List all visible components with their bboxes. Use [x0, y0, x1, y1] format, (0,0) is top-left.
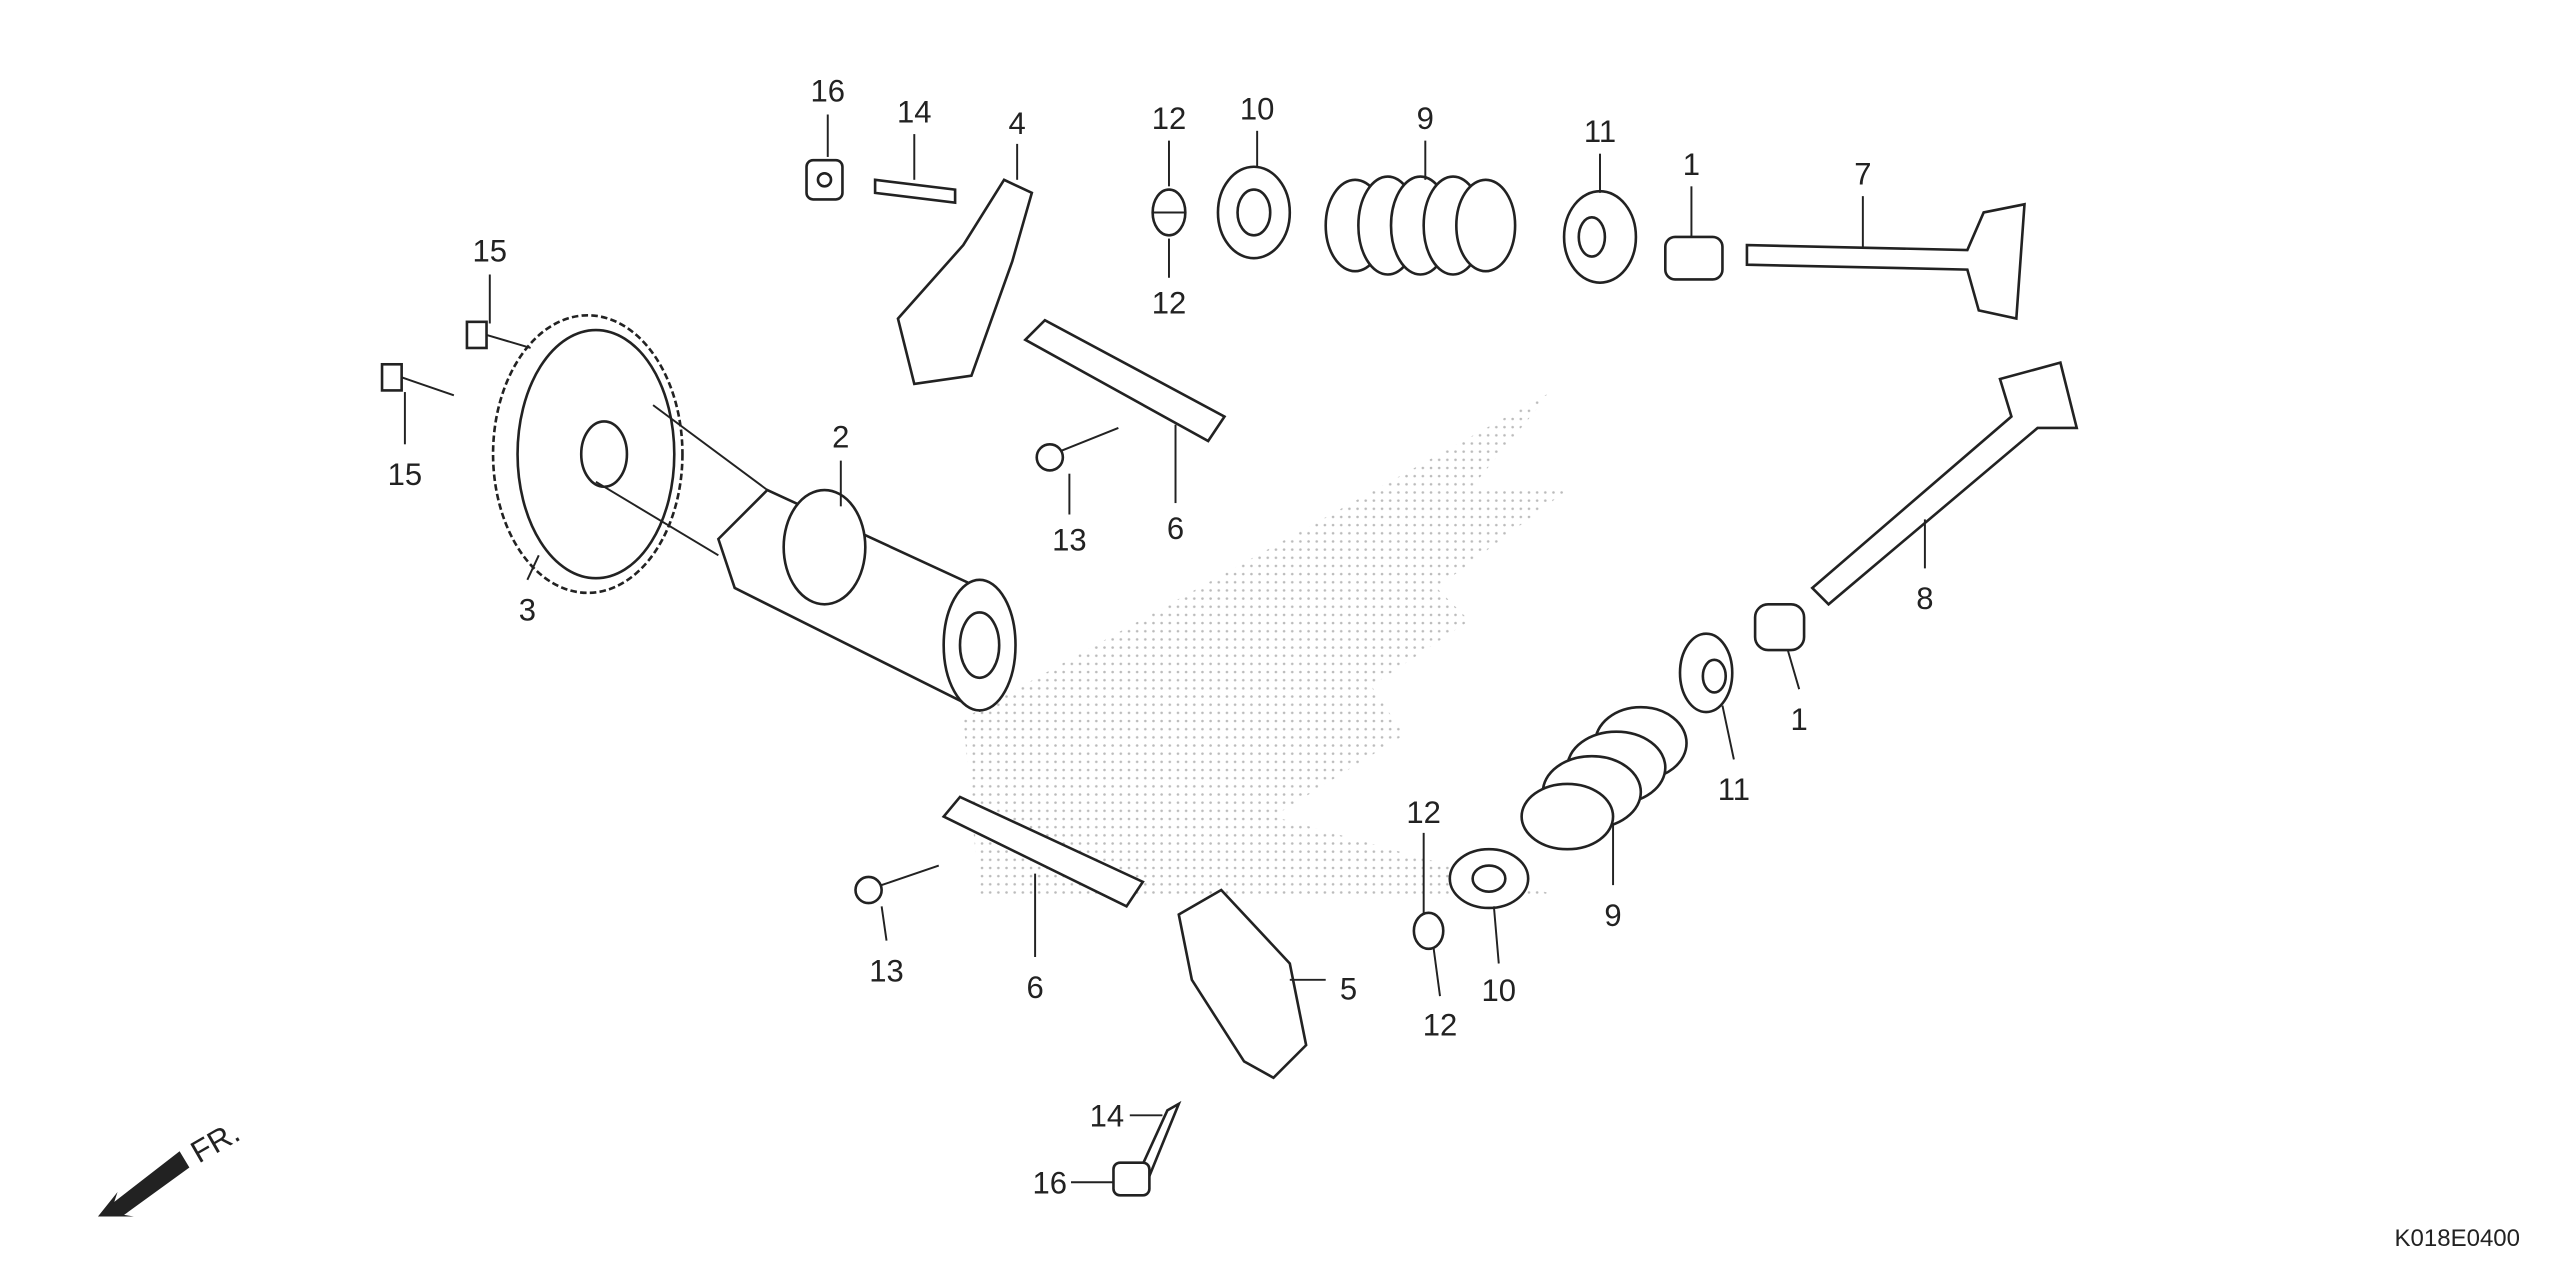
callout-6: 6: [1167, 511, 1184, 546]
callout-16: 16: [811, 73, 846, 108]
callout-7: 7: [1854, 157, 1871, 192]
retainer-part-10: [1216, 165, 1292, 260]
bolt-part-15b: [380, 362, 455, 397]
camshaft-part-2: [716, 488, 1017, 713]
callout-8: 8: [1916, 581, 1933, 616]
callout-9: 9: [1417, 101, 1434, 136]
stem-seal-part-1: [1664, 235, 1724, 281]
wing-logo-watermark: [963, 392, 1568, 899]
callout-6b: 6: [1026, 970, 1043, 1005]
exhaust-valve-part-7: [1745, 202, 2026, 321]
callout-3: 3: [519, 593, 536, 628]
callout-1b: 1: [1791, 702, 1808, 737]
spring-seat-part-11b: [1678, 632, 1734, 714]
diagram-code: K018E0400: [2394, 1225, 2520, 1252]
callout-11b: 11: [1718, 772, 1750, 807]
cotter-part-12: [1151, 188, 1187, 237]
callout-9b: 9: [1604, 898, 1621, 933]
callout-15: 15: [473, 233, 508, 268]
callout-2: 2: [832, 420, 849, 455]
rocker-arm-part-4: [896, 178, 1034, 386]
callout-11: 11: [1584, 114, 1616, 149]
stem-seal-part-1b: [1753, 602, 1806, 652]
retainer-part-10b: [1448, 847, 1530, 910]
nut-part-16b: [1112, 1161, 1151, 1197]
leader-lines: [403, 114, 1926, 1184]
stud-part-14: [873, 178, 957, 205]
rocker-arm-part-5: [1177, 888, 1308, 1080]
callout-12d: 12: [1423, 1007, 1458, 1042]
callout-15b: 15: [388, 457, 423, 492]
callout-16b: 16: [1033, 1166, 1067, 1201]
callout-14: 14: [897, 95, 932, 130]
bolt-part-15: [465, 320, 531, 350]
callout-5: 5: [1340, 971, 1357, 1006]
callout-12: 12: [1152, 101, 1187, 136]
valve-spring-part-9b: [1520, 705, 1688, 851]
callout-12c: 12: [1406, 795, 1441, 830]
callout-10: 10: [1240, 91, 1275, 126]
callout-13b: 13: [869, 953, 904, 988]
callout-1: 1: [1683, 147, 1700, 182]
callout-13: 13: [1052, 522, 1086, 557]
intake-valve-part-8: [1810, 361, 2079, 607]
callout-4: 4: [1009, 106, 1026, 141]
rocker-shaft-part-6: [1023, 318, 1227, 443]
bolt-part-13: [1035, 427, 1119, 472]
rocker-shaft-part-6b: [941, 795, 1145, 909]
cam-sprocket-part-3: [491, 314, 684, 595]
callout-12b: 12: [1152, 286, 1187, 321]
nut-part-16: [805, 158, 844, 201]
callout-14b: 14: [1090, 1099, 1124, 1134]
callout-10b: 10: [1482, 973, 1517, 1008]
front-indicator-label: FR.: [185, 1114, 246, 1169]
spring-seat-part-11: [1562, 189, 1638, 284]
cotter-part-12b: [1412, 911, 1445, 951]
front-arrow-icon: [97, 1151, 190, 1217]
bolt-part-13b: [854, 864, 940, 905]
valve-spring-part-9: [1324, 175, 1517, 276]
